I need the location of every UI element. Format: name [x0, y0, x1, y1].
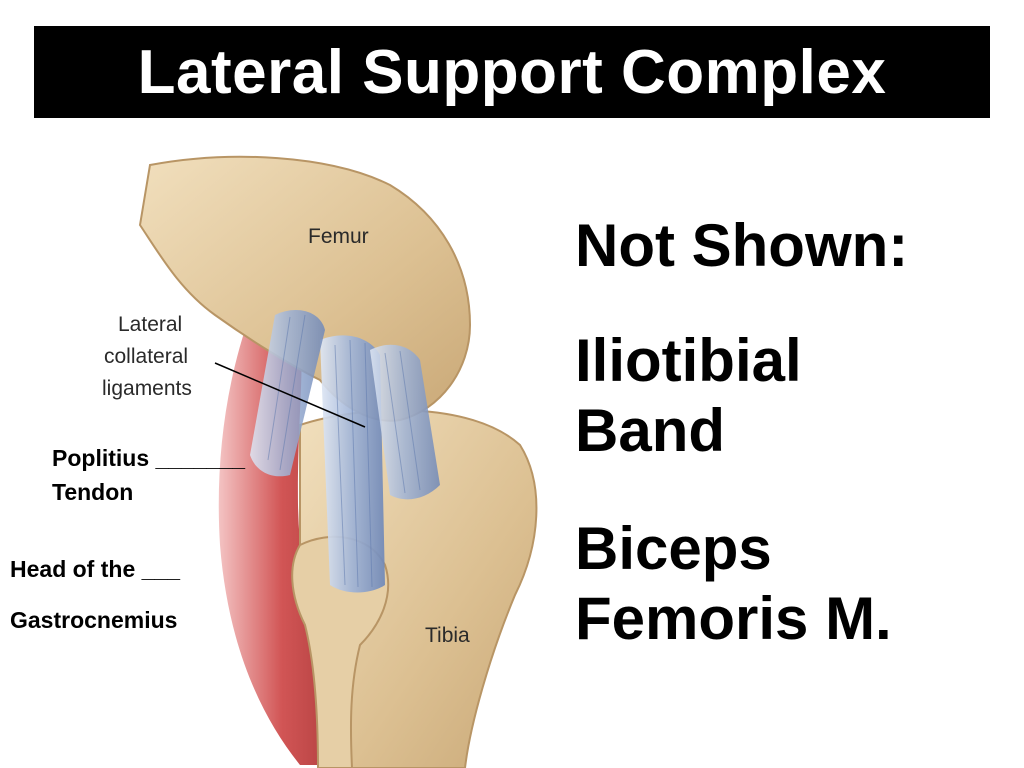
tibia-label: Tibia	[425, 624, 470, 647]
not-shown-item-band: Band	[575, 397, 725, 464]
slide-title: Lateral Support Complex	[34, 26, 990, 118]
lcl-label-line1: Lateral	[118, 313, 182, 336]
gastrocnemius-label-line2: Gastrocnemius	[10, 607, 178, 633]
femur-label: Femur	[308, 225, 369, 248]
lateral-collateral-ligament	[320, 335, 385, 593]
knee-diagram: Femur Lateral collateral ligaments Tibia	[102, 155, 538, 768]
ligament-fibers	[267, 314, 421, 588]
not-shown-heading: Not Shown:	[575, 212, 909, 279]
not-shown-item-iliotibial: Iliotibial	[575, 327, 802, 394]
lcl-label-line3: ligaments	[102, 377, 192, 400]
not-shown-item-femoris: Femoris M.	[575, 585, 892, 652]
lcl-label-line2: collateral	[104, 345, 188, 368]
popliteus-tendon-label-line1: Poplitius _______	[52, 445, 246, 471]
gastrocnemius-label-line1: Head of the ___	[10, 556, 180, 582]
popliteus-tendon-label-line2: Tendon	[52, 479, 134, 505]
lateral-collateral-ligament-2	[370, 344, 440, 500]
knee-anatomy-illustration: Femur Lateral collateral ligaments Tibia	[0, 125, 560, 768]
not-shown-item-biceps: Biceps	[575, 515, 772, 582]
lcl-leader-line	[214, 362, 366, 428]
